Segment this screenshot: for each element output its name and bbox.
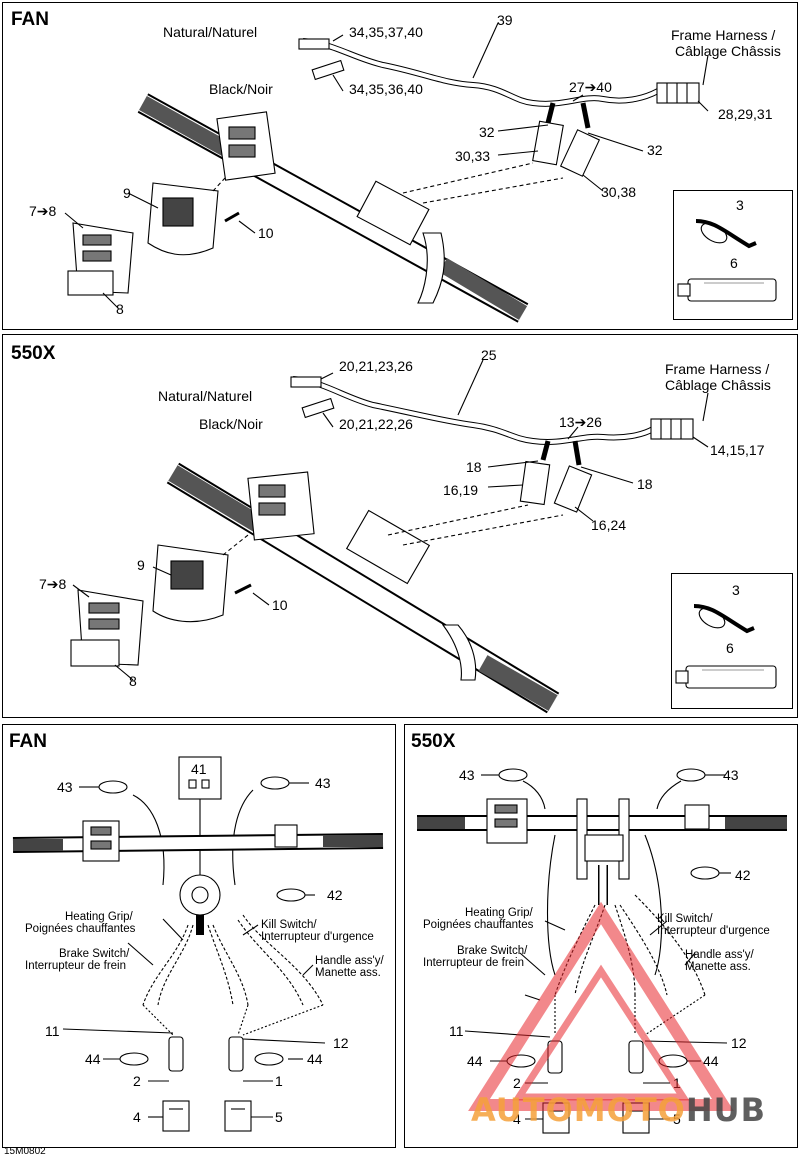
clip-right: 18 xyxy=(637,476,653,492)
accessory-inset: 3 6 xyxy=(671,573,793,709)
ref-11: 11 xyxy=(449,1023,464,1039)
frame-harness-fr: Câblage Châssis xyxy=(675,43,781,59)
harness-parts: 28,29,31 xyxy=(718,106,773,122)
fan-exploded-panel: FAN Natural/Naturel 34,35,37,40 Black/No… xyxy=(2,2,798,330)
tie-right-ref: 43 xyxy=(723,767,739,783)
screw-ref: 10 xyxy=(272,597,288,613)
clip-left: 18 xyxy=(466,459,482,475)
ref-12: 12 xyxy=(333,1035,349,1051)
screw-ref: 10 xyxy=(258,225,274,241)
fan-exploded-drawing xyxy=(64,22,709,323)
natural-refs: 20,21,23,26 xyxy=(339,358,413,374)
accessory-inset: 3 6 xyxy=(673,190,793,320)
conn-right: 16,24 xyxy=(591,517,627,533)
clip-right: 32 xyxy=(647,142,663,158)
heating-en: Heating Grip/ xyxy=(65,911,133,923)
clip-left: 32 xyxy=(479,124,495,140)
panel-title: FAN xyxy=(11,9,49,30)
conn-left: 16,19 xyxy=(443,482,479,498)
tie-and-tube-drawing xyxy=(675,604,777,689)
panel-title: 550X xyxy=(411,731,456,752)
tie-ref: 3 xyxy=(736,197,744,213)
heating-fr: Poignées chauffantes xyxy=(25,923,136,935)
tie-left-ref: 43 xyxy=(459,767,475,783)
ref-44-left: 44 xyxy=(467,1053,483,1069)
frame-harness-en: Frame Harness / xyxy=(671,27,776,43)
fan-wiring-panel: FAN 41 43 43 42 Heating Grip/ Poignées c… xyxy=(2,724,396,1148)
housing-ref: 9 xyxy=(123,185,131,201)
brake-fr: Interrupteur de frein xyxy=(423,957,525,969)
switch-ref: 8 xyxy=(129,673,137,689)
black-refs: 20,21,22,26 xyxy=(339,416,413,432)
tie-left-ref: 43 xyxy=(57,779,73,795)
natural-label: Natural/Naturel xyxy=(163,24,258,40)
watermark-logo: AUTOMOTOHUB xyxy=(471,1091,766,1129)
550x-wiring-panel: 550X 43 43 42 Heating Grip/ Poignées cha… xyxy=(404,724,798,1148)
550x-exploded-panel: 550X Natural/Naturel 20,21,23,26 Black/N… xyxy=(2,334,798,718)
brake-en: Brake Switch/ xyxy=(59,948,130,960)
switch-range: 7➔8 xyxy=(29,203,57,219)
fan-wiring-drawing xyxy=(12,756,384,1132)
harness-parts: 14,15,17 xyxy=(710,442,765,458)
natural-refs: 34,35,37,40 xyxy=(349,24,423,40)
ref-2: 2 xyxy=(513,1075,521,1091)
handle-fr: Manette ass. xyxy=(315,967,381,979)
housing-ref: 9 xyxy=(137,557,145,573)
550x-exploded-drawing xyxy=(70,359,709,714)
ref-5: 5 xyxy=(275,1109,283,1125)
ref-1: 1 xyxy=(275,1073,283,1089)
tube-ref: 6 xyxy=(730,255,738,271)
tube-ref: 6 xyxy=(726,640,734,656)
kill-fr: Interrupteur d'urgence xyxy=(261,931,374,943)
range-label: 27➔40 xyxy=(569,79,612,95)
tie-and-tube-drawing xyxy=(677,219,777,302)
harness-ref: 39 xyxy=(497,12,513,28)
natural-label: Natural/Naturel xyxy=(158,388,253,404)
tie-right-ref: 43 xyxy=(315,775,331,791)
kill-fr: Interrupteur d'urgence xyxy=(657,925,770,937)
conn-right: 30,38 xyxy=(601,184,637,200)
handle-fr: Manette ass. xyxy=(685,961,751,973)
tie-center-ref: 42 xyxy=(327,887,343,903)
ref-44-left: 44 xyxy=(85,1051,101,1067)
ref-12: 12 xyxy=(731,1035,747,1051)
handle-en: Handle ass'y/ xyxy=(315,955,384,967)
conn-left: 30,33 xyxy=(455,148,491,164)
panel-title: 550X xyxy=(11,343,56,364)
range-label: 13➔26 xyxy=(559,414,602,430)
black-label: Black/Noir xyxy=(209,81,273,97)
ref-5: 5 xyxy=(673,1111,681,1127)
harness-ref: 25 xyxy=(481,347,497,363)
frame-harness-fr: Câblage Châssis xyxy=(665,377,771,393)
ref-11: 11 xyxy=(45,1023,60,1039)
panel-title: FAN xyxy=(9,731,47,752)
watermark-text-a: AUTOMOTO xyxy=(471,1091,686,1129)
ref-44-right: 44 xyxy=(703,1053,719,1069)
switch-ref: 8 xyxy=(116,301,124,317)
ref-44-right: 44 xyxy=(307,1051,323,1067)
switch-range: 7➔8 xyxy=(39,576,67,592)
black-refs: 34,35,36,40 xyxy=(349,81,423,97)
ref-1: 1 xyxy=(673,1075,681,1091)
frame-harness-en: Frame Harness / xyxy=(665,361,770,377)
black-label: Black/Noir xyxy=(199,416,263,432)
kill-en: Kill Switch/ xyxy=(261,919,317,931)
heating-fr: Poignées chauffantes xyxy=(423,919,534,931)
tie-ref: 3 xyxy=(732,582,740,598)
watermark-text-b: HUB xyxy=(685,1091,767,1129)
drawing-code: 15M0802 xyxy=(4,1146,46,1157)
tie-center-ref: 42 xyxy=(735,867,751,883)
ref-4: 4 xyxy=(513,1111,521,1127)
ref-41: 41 xyxy=(191,761,207,777)
brake-fr: Interrupteur de frein xyxy=(25,960,127,972)
ref-2: 2 xyxy=(133,1073,141,1089)
ref-4: 4 xyxy=(133,1109,141,1125)
